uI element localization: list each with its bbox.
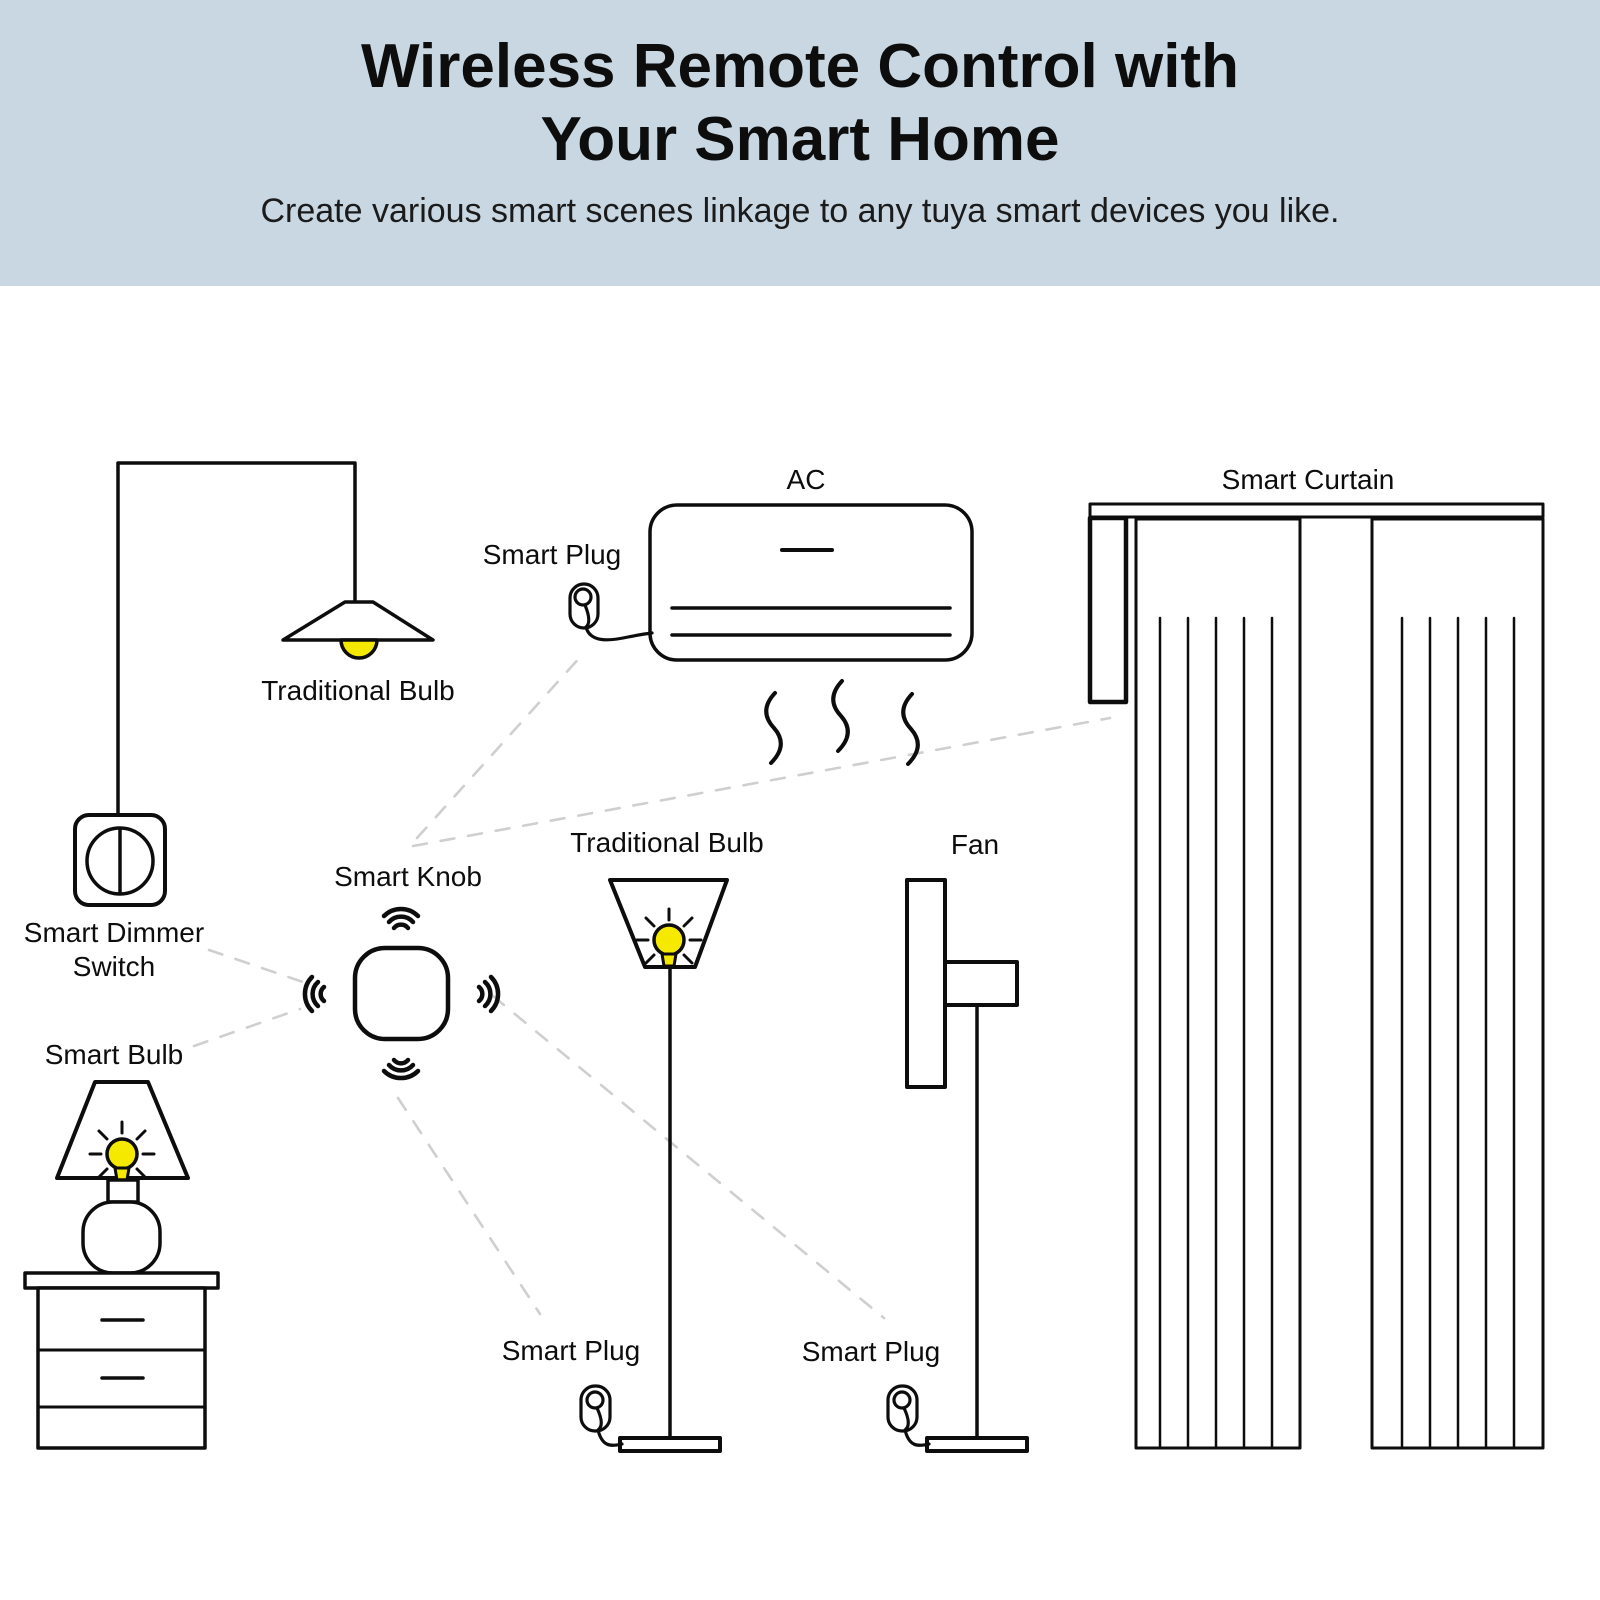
dimmer-switch-label: Smart Dimmer Switch: [23, 917, 205, 982]
link-knob-to-fan-plug: [491, 994, 886, 1320]
smart-knob-body: [352, 945, 451, 1042]
fan-label: Fan: [950, 829, 1000, 860]
fan-smart-plug-icon: [886, 1384, 931, 1447]
curtain-rail: [1088, 502, 1545, 519]
floor-lamp-base: [618, 1436, 722, 1453]
title-line-1: Wireless Remote Control with: [361, 32, 1239, 101]
smart-bulb-label: Smart Bulb: [44, 1039, 184, 1070]
ac-smart-plug-label: Smart Plug: [482, 539, 622, 570]
link-knob-to-floorlamp-plug: [396, 1096, 542, 1316]
knob-waves-top: [381, 906, 421, 931]
ac-smart-plug-icon: [568, 582, 654, 642]
floor-bulb-label: Traditional Bulb: [570, 827, 764, 858]
floor-lamp-drawing: [579, 878, 729, 1453]
floorlamp-smart-plug-label: Smart Plug: [501, 1335, 641, 1366]
ac-air-waves: [764, 679, 920, 766]
smart-bulb-base: [113, 1166, 131, 1182]
table-lamp-neck: [106, 1178, 140, 1204]
page-title: Wireless Remote Control with Your Smart …: [0, 30, 1600, 176]
fan-motor: [943, 960, 1019, 1007]
curtain-motor: [1087, 515, 1129, 705]
floorlamp-smart-plug-icon: [579, 1384, 624, 1447]
smart-curtain-label: Smart Curtain: [1221, 464, 1395, 495]
pendant-wire: [116, 461, 357, 817]
smart-bulb-rays: [88, 1120, 156, 1179]
fan-base: [925, 1436, 1029, 1453]
floor-bulb-icon: [652, 923, 686, 957]
table-lamp-body: [81, 1200, 162, 1275]
link-knob-to-smart-bulb: [192, 1007, 302, 1048]
nightstand-top: [23, 1271, 220, 1290]
dimmer-switch-drawing: [73, 813, 167, 907]
floor-bulb-rays: [635, 907, 703, 965]
link-knob-to-curtain: [411, 716, 1112, 848]
pendant-shade: [281, 600, 435, 642]
smart-bulb-icon: [105, 1137, 139, 1171]
link-knob-to-dimmer: [207, 948, 305, 984]
pendant-bulb-icon: [339, 638, 379, 660]
nightstand-body: [36, 1286, 207, 1450]
smart-knob-drawing: [302, 906, 501, 1081]
link-knob-to-ac-plug: [415, 653, 584, 840]
header-banner: Wireless Remote Control with Your Smart …: [0, 0, 1600, 286]
knob-waves-left: [302, 974, 327, 1014]
fan-drawing: [886, 878, 1029, 1453]
curtain-folds-right: [1400, 616, 1516, 1448]
fan-smart-plug-label: Smart Plug: [801, 1336, 941, 1367]
curtain-folds-left: [1158, 616, 1274, 1448]
dimmer-knob: [85, 826, 155, 896]
pendant-bulb-label: Traditional Bulb: [261, 675, 455, 706]
ac-label: AC: [786, 464, 826, 495]
wireless-links: [192, 653, 1112, 1320]
page-subtitle: Create various smart scenes linkage to a…: [260, 192, 1340, 230]
title-line-2: Your Smart Home: [540, 105, 1060, 174]
smart-knob-label: Smart Knob: [334, 861, 482, 892]
table-lamp-drawing: [23, 1080, 220, 1450]
knob-waves-right: [476, 974, 501, 1014]
knob-waves-bottom: [381, 1057, 421, 1081]
ac-drawing: [568, 503, 974, 766]
floor-bulb-base: [660, 952, 678, 968]
fan-blade-guard: [905, 878, 947, 1089]
curtain-drawing: [1087, 502, 1545, 1450]
pendant-lamp-drawing: [116, 461, 435, 817]
ac-body: [648, 503, 974, 662]
